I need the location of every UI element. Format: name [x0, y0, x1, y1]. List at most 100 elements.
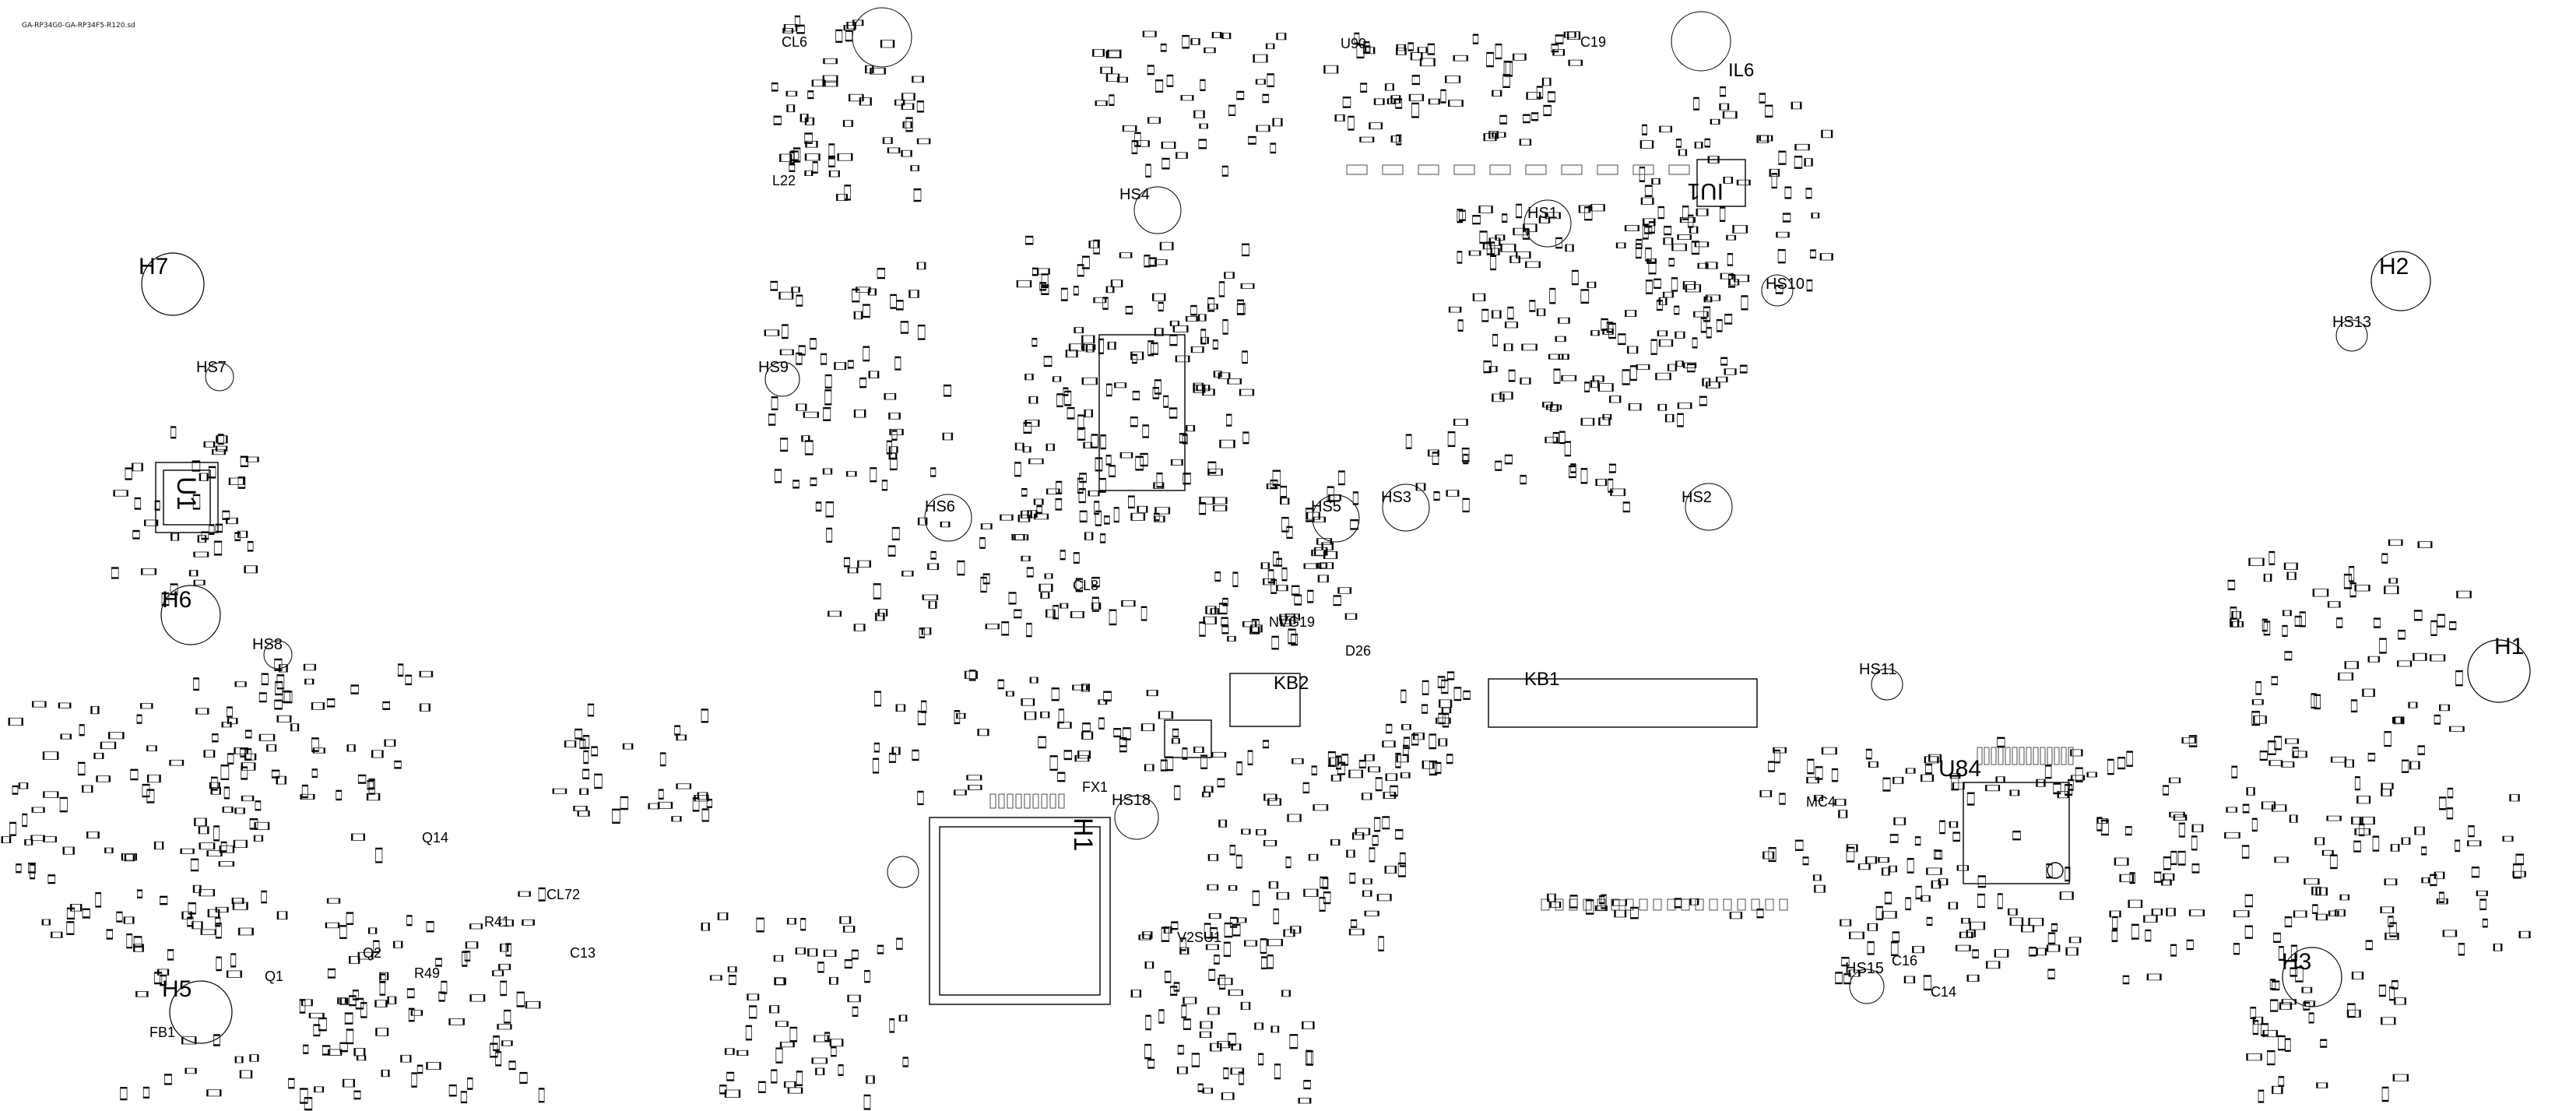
- pad: [1248, 142, 1256, 145]
- pad: [1720, 273, 1722, 280]
- component: [676, 783, 692, 789]
- pad: [758, 1091, 766, 1093]
- pad: [214, 540, 222, 543]
- pad: [1439, 699, 1441, 708]
- pad: [1401, 724, 1404, 730]
- pad: [733, 1048, 735, 1055]
- pad: [1099, 490, 1106, 493]
- component: [2119, 874, 2135, 883]
- component: [1247, 750, 1253, 765]
- pad: [1676, 139, 1682, 141]
- pad: [400, 1055, 402, 1063]
- pad: [1916, 886, 1922, 888]
- pad: [2075, 767, 2083, 769]
- pad: [1490, 255, 1496, 257]
- component: [116, 911, 123, 923]
- component: [1024, 711, 1037, 720]
- component: [2446, 807, 2454, 820]
- pad: [791, 28, 793, 33]
- component: [881, 480, 888, 491]
- pad: [1228, 372, 1230, 379]
- component: [1882, 777, 1891, 792]
- pad: [233, 902, 235, 910]
- pad: [1326, 547, 1328, 556]
- component: [1458, 209, 1466, 221]
- pad: [1622, 383, 1630, 385]
- pad: [1706, 336, 1712, 339]
- pad: [344, 997, 346, 1004]
- component: [1100, 66, 1113, 74]
- component: [896, 937, 903, 950]
- pad: [917, 100, 924, 103]
- component: [1110, 280, 1123, 288]
- pad: [877, 371, 879, 378]
- pad: [1409, 94, 1411, 101]
- pad: [2262, 558, 2265, 566]
- component: [1140, 452, 1148, 467]
- pad: [789, 162, 795, 164]
- pad: [1671, 244, 1674, 251]
- pad: [1642, 133, 1647, 135]
- pad: [2295, 616, 2302, 618]
- pad: [1966, 930, 1968, 937]
- pad: [845, 959, 852, 962]
- pad: [2309, 1021, 2314, 1024]
- pad: [873, 758, 879, 760]
- pad: [1495, 44, 1502, 46]
- pad: [325, 923, 328, 928]
- component: [864, 969, 870, 983]
- component: [828, 610, 842, 617]
- pad: [508, 964, 511, 970]
- pad: [1458, 319, 1464, 322]
- pad: [1219, 913, 1221, 919]
- pad: [226, 435, 228, 443]
- pad: [2414, 619, 2423, 621]
- pad: [1369, 860, 1375, 863]
- pad: [1147, 72, 1154, 75]
- pin: [2054, 747, 2060, 765]
- pad: [441, 981, 447, 983]
- pad: [1727, 264, 1733, 266]
- component: [1768, 761, 1775, 772]
- pad: [1542, 78, 1545, 86]
- pad: [1914, 768, 1916, 774]
- pad: [508, 1067, 516, 1070]
- pad: [2202, 824, 2203, 832]
- component: [2381, 782, 2394, 789]
- pad: [135, 497, 141, 500]
- pad: [892, 40, 894, 47]
- pad: [1646, 258, 1649, 264]
- pad: [222, 518, 230, 520]
- pad: [1663, 237, 1665, 244]
- pad: [1545, 212, 1547, 219]
- pad: [1868, 923, 1869, 931]
- component: [1435, 761, 1442, 775]
- pad: [1074, 294, 1079, 296]
- pad: [505, 943, 511, 945]
- pad: [825, 386, 832, 388]
- component: [1706, 381, 1720, 388]
- pad: [224, 797, 230, 800]
- pad: [1556, 404, 1559, 412]
- pad: [1091, 603, 1094, 610]
- pad: [2368, 753, 2375, 755]
- component: [2413, 652, 2427, 661]
- component: [142, 1086, 149, 1099]
- pad: [1502, 86, 1510, 88]
- pad: [1436, 718, 1438, 724]
- pad: [1021, 698, 1023, 706]
- pad: [2184, 814, 2187, 821]
- pad: [1997, 745, 2005, 747]
- pad: [1228, 1033, 1236, 1035]
- pad: [448, 1018, 451, 1025]
- pad: [24, 839, 26, 846]
- pad: [1038, 584, 1041, 592]
- pad: [1141, 352, 1144, 360]
- pad: [1155, 90, 1163, 93]
- pad: [1242, 442, 1249, 444]
- component: [1741, 295, 1748, 311]
- pad: [2243, 803, 2249, 806]
- pad: [1609, 463, 1616, 466]
- pad: [1921, 775, 1923, 782]
- pad: [216, 446, 218, 452]
